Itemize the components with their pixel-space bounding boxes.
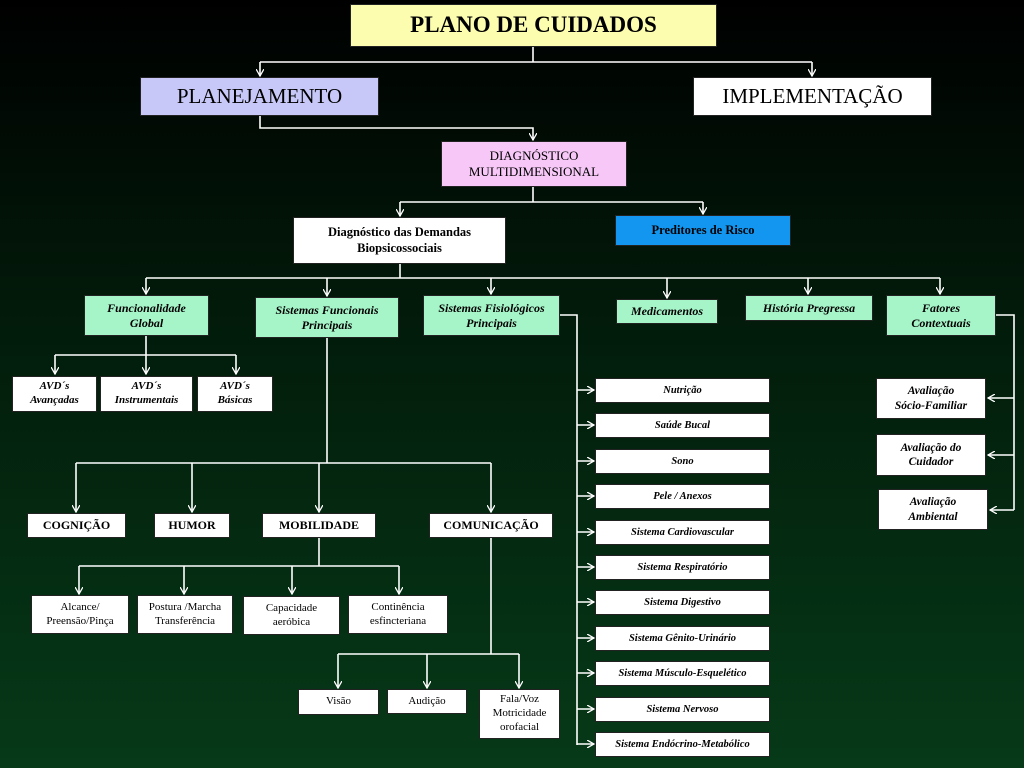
alcance-preensao-box: Alcance/ Preensão/Pinça: [31, 595, 129, 634]
avaliacao-ambiental-box: Avaliação Ambiental: [878, 489, 988, 530]
audicao-box: Audição: [387, 689, 467, 714]
implementacao-box: IMPLEMENTAÇÃO: [693, 77, 932, 116]
sistemas-funcionais-box: Sistemas Funcionais Principais: [255, 297, 399, 338]
comunicacao-box: COMUNICAÇÃO: [429, 513, 553, 538]
sistema-item: Sono: [595, 449, 770, 474]
sistema-item: Pele / Anexos: [595, 484, 770, 509]
avaliacao-socio-familiar-box: Avaliação Sócio-Familiar: [876, 378, 986, 419]
sistema-item: Sistema Músculo-Esquelético: [595, 661, 770, 686]
sistema-item: Sistema Endócrino-Metabólico: [595, 732, 770, 757]
postura-marcha-box: Postura /Marcha Transferência: [137, 595, 233, 634]
preditores-de-risco-box: Preditores de Risco: [615, 215, 791, 246]
historia-pregressa-box: História Pregressa: [745, 295, 873, 321]
cognicao-box: COGNIÇÃO: [27, 513, 126, 538]
sistema-item: Nutrição: [595, 378, 770, 403]
fala-voz-box: Fala/Voz Motricidade orofacial: [479, 689, 560, 739]
sistema-item: Sistema Digestivo: [595, 590, 770, 615]
sistema-item: Sistema Respiratório: [595, 555, 770, 580]
diagnostico-multidimensional-box: DIAGNÓSTICO MULTIDIMENSIONAL: [441, 141, 627, 187]
sistema-item: Saúde Bucal: [595, 413, 770, 438]
planejamento-box: PLANEJAMENTO: [140, 77, 379, 116]
diagnostico-demandas-box: Diagnóstico das Demandas Biopsicossociai…: [293, 217, 506, 264]
mobilidade-box: MOBILIDADE: [262, 513, 376, 538]
avd-basicas-box: AVD´s Básicas: [197, 376, 273, 412]
visao-box: Visão: [298, 689, 379, 715]
avaliacao-cuidador-box: Avaliação do Cuidador: [876, 434, 986, 476]
medicamentos-box: Medicamentos: [616, 299, 718, 324]
sistema-item: Sistema Gênito-Urinário: [595, 626, 770, 651]
continencia-box: Continência esfincteriana: [348, 595, 448, 634]
avd-avancadas-box: AVD´s Avançadas: [12, 376, 97, 412]
plano-de-cuidados-title: PLANO DE CUIDADOS: [350, 4, 717, 47]
sistema-item: Sistema Cardiovascular: [595, 520, 770, 545]
avd-instrumentais-box: AVD´s Instrumentais: [100, 376, 193, 412]
sistema-item: Sistema Nervoso: [595, 697, 770, 722]
funcionalidade-global-box: Funcionalidade Global: [84, 295, 209, 336]
fatores-contextuais-box: Fatores Contextuais: [886, 295, 996, 336]
capacidade-aerobica-box: Capacidade aeróbica: [243, 596, 340, 635]
sistemas-fisiologicos-box: Sistemas Fisiológicos Principais: [423, 295, 560, 336]
humor-box: HUMOR: [154, 513, 230, 538]
